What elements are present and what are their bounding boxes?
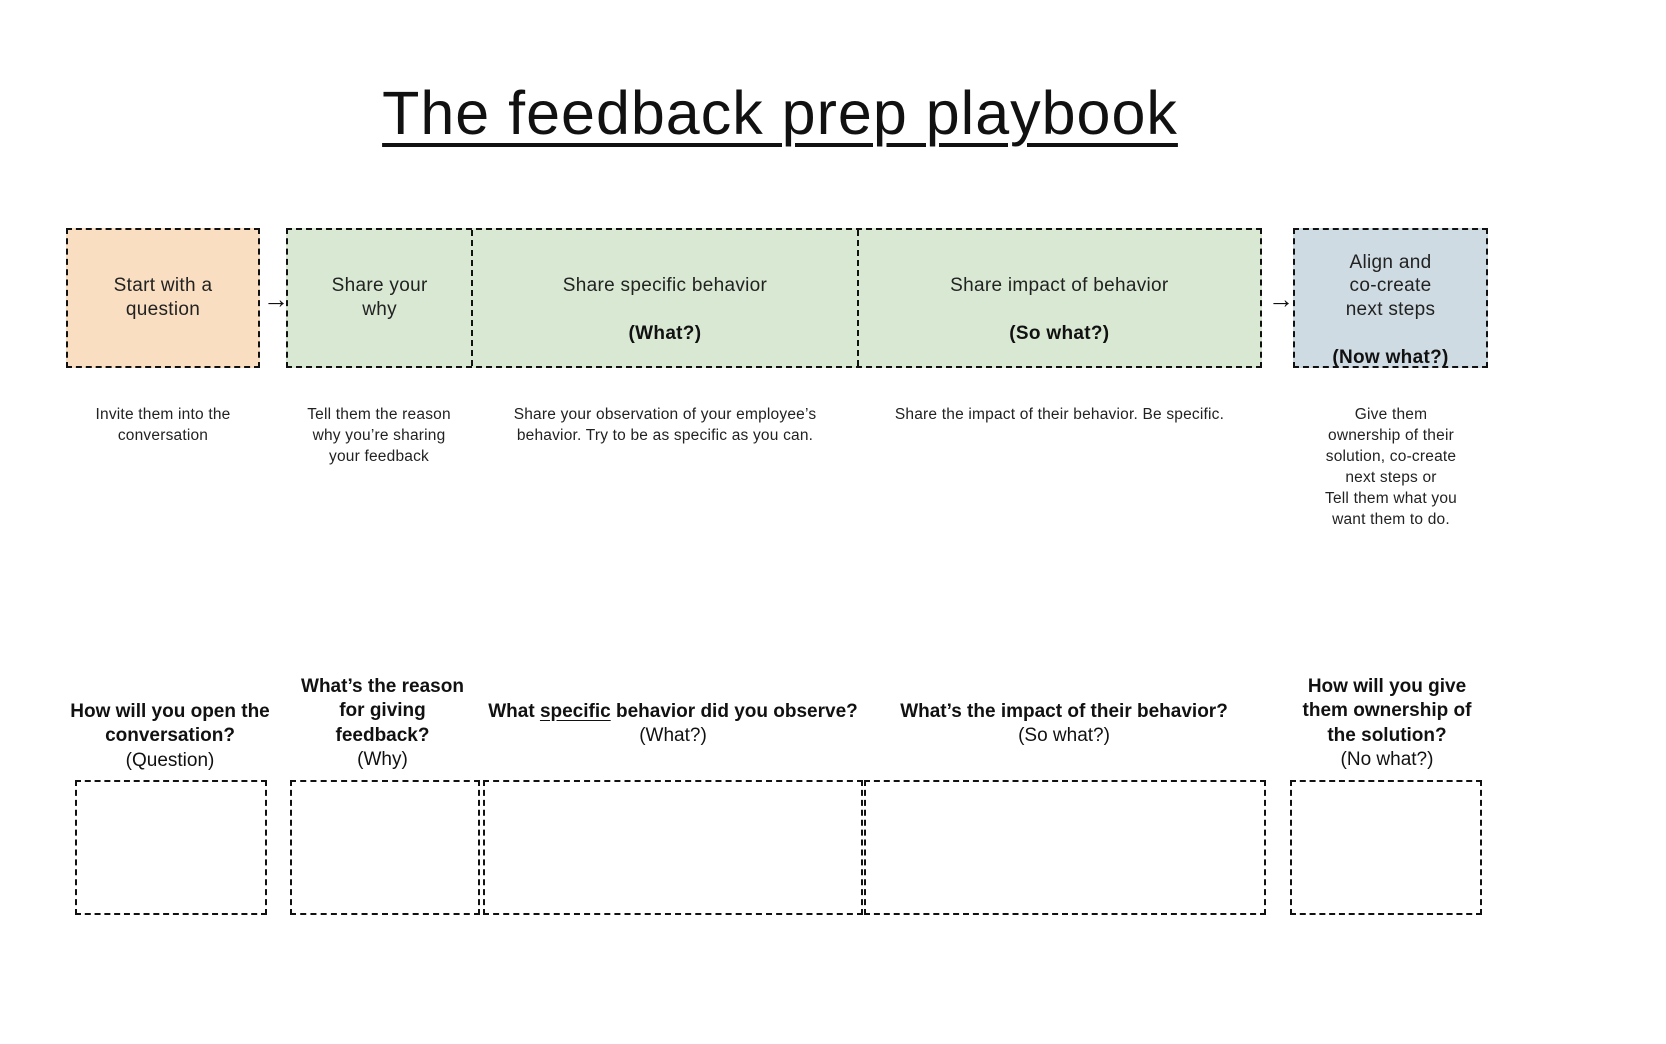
page-title: The feedback prep playbook xyxy=(382,79,1178,147)
prompt-question-2: What’s the reason for giving feedback? (… xyxy=(290,675,475,772)
answer-box-question[interactable] xyxy=(75,780,267,915)
step-box-label: Share specific behavior xyxy=(562,275,768,297)
step-box-label: Start with a question xyxy=(113,275,213,320)
step-description-3: Share your observation of your employee’… xyxy=(513,406,817,444)
answer-box-so-what[interactable] xyxy=(864,780,1266,915)
step-box-tag: (So what?) xyxy=(1009,322,1110,344)
step-box-label: Align and co-create next steps xyxy=(1345,251,1436,321)
prompt-question-4: What’s the impact of their behavior? (So… xyxy=(864,700,1264,749)
arrow-icon: → xyxy=(263,284,289,314)
step-box-label: Share impact of behavior xyxy=(950,275,1169,297)
step-box-start-with-a-question: Start with a question xyxy=(66,228,260,368)
green-steps-group: Share your why Share specific behavior (… xyxy=(286,228,1262,368)
prompt-sub-label: (What?) xyxy=(639,725,707,747)
step-box-share-your-why: Share your why xyxy=(288,230,471,366)
step-description-2: Tell them the reason why you’re sharing … xyxy=(307,406,451,465)
step-box-label: Share your why xyxy=(331,275,428,320)
prompt-sub-label: (Why) xyxy=(357,748,408,770)
step-box-share-specific-behavior: Share specific behavior (What?) xyxy=(471,230,856,366)
prompt-sub-label: (No what?) xyxy=(1340,748,1434,770)
prompt-sub-label: (So what?) xyxy=(1018,725,1110,747)
step-description-4: Share the impact of their behavior. Be s… xyxy=(894,406,1225,423)
arrow-icon: → xyxy=(1268,284,1294,314)
step-box-tag: (Now what?) xyxy=(1332,346,1449,368)
step-description-1: Invite them into the conversation xyxy=(95,406,231,444)
answer-box-what[interactable] xyxy=(483,780,863,915)
step-box-share-impact-of-behavior: Share impact of behavior (So what?) xyxy=(856,230,1260,366)
answer-box-why[interactable] xyxy=(290,780,480,915)
step-box-tag: (What?) xyxy=(628,322,702,344)
step-box-align-co-create: Align and co-create next steps (Now what… xyxy=(1293,228,1488,368)
answer-box-now-what[interactable] xyxy=(1290,780,1482,915)
step-description-5: Give them ownership of their solution, c… xyxy=(1325,406,1457,528)
prompt-sub-label: (Question) xyxy=(125,749,215,771)
prompt-question-3: What specific behavior did you observe? … xyxy=(483,700,863,749)
prompt-question-5: How will you give them ownership of the … xyxy=(1292,675,1482,772)
prompt-question-1: How will you open the conversation? (Que… xyxy=(70,700,270,773)
